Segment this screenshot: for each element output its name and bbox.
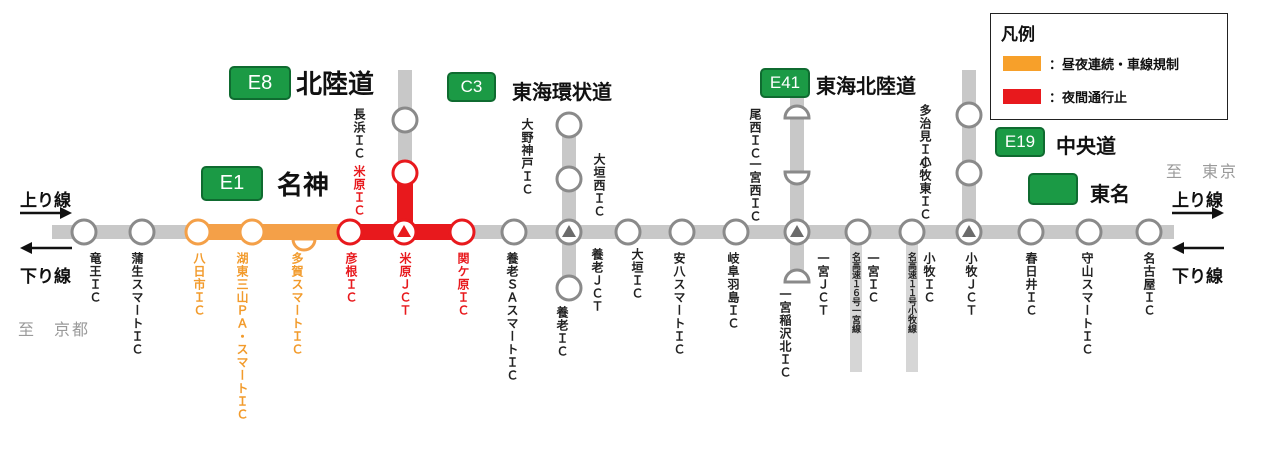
interchange-node (1017, 218, 1045, 246)
junction-icon (397, 225, 411, 237)
route-name-e1: 名神 (277, 171, 330, 201)
interchange-node (336, 218, 364, 246)
legend-label-night-closure: ：夜間通行止 (1049, 91, 1128, 106)
station-label: 大垣ＩＣ (630, 248, 644, 300)
interchange-node (844, 218, 872, 246)
half-interchange-node (291, 237, 317, 252)
station-label: 関ケ原ＩＣ (456, 252, 470, 317)
station-label: 湖東三山ＰＡ・スマートＩＣ (235, 252, 249, 421)
badge-e19: E19 (995, 127, 1045, 157)
crossing-label-meiko-11: 名高速１１号小牧線 (906, 252, 916, 333)
left-up-arrow (20, 207, 72, 219)
route-name-e19: 中央道 (1056, 134, 1116, 158)
branch-label-ichinomiya-inazawa-kita: 一宮稲沢北ＩＣ (778, 288, 792, 379)
branch-label-komaki-higashi: 小牧東ＩＣ (918, 156, 932, 221)
station-label: 養老ＪＣＴ (590, 248, 604, 313)
branch-node-ono-kobe (555, 111, 583, 139)
interchange-node (184, 218, 212, 246)
c3-branch-line (562, 118, 576, 296)
station-label: 一宮ＪＣＴ (816, 252, 830, 317)
branch-node-tajimi (955, 101, 983, 129)
badge-tomei (1028, 173, 1078, 205)
interchange-node (70, 218, 98, 246)
meiko-16-bar (850, 238, 862, 372)
interchange-node (614, 218, 642, 246)
branch-node-ichinomiya-inazawa-kita (783, 268, 811, 284)
station-label: 多賀スマートＩＣ (290, 252, 304, 356)
station-label: 守山スマートＩＣ (1080, 252, 1094, 356)
meiko-11-bar (906, 238, 918, 372)
interchange-node (500, 218, 528, 246)
station-label: 小牧ＪＣＴ (964, 252, 978, 317)
interchange-node (1135, 218, 1163, 246)
branch-node-maibara-ic (391, 159, 419, 187)
night-closure-branch (397, 172, 413, 232)
day-night-segment (198, 224, 353, 240)
station-label: 米原ＪＣＴ (398, 252, 412, 317)
right-down-label: 下り線 (1172, 267, 1223, 287)
station-label: 一宮ＩＣ (866, 252, 880, 304)
station-label: 蒲生スマートＩＣ (130, 252, 144, 356)
junction-icon (790, 225, 804, 237)
interchange-node (1075, 218, 1103, 246)
badge-e41: E41 (760, 68, 810, 98)
legend-swatch-day-night (1003, 56, 1041, 71)
interchange-node (238, 218, 266, 246)
interchange-node (128, 218, 156, 246)
route-name-tomei: 東名 (1090, 182, 1130, 206)
station-label: 八日市ＩＣ (192, 252, 206, 317)
branch-label-tajimi: 多治見ＩＣ (918, 104, 932, 169)
station-label: 名古屋ＩＣ (1142, 252, 1156, 317)
interchange-node (722, 218, 750, 246)
branch-label-bisai: 尾西ＩＣ (748, 108, 762, 160)
interchange-node (668, 218, 696, 246)
crossing-label-meiko-16: 名高速１６号一宮線 (850, 252, 860, 333)
route-name-e8: 北陸道 (296, 70, 375, 100)
junction-icon (962, 225, 976, 237)
route-name-e41: 東海北陸道 (816, 74, 916, 98)
branch-node-yoro-ic (555, 274, 583, 302)
branch-node-bisai (783, 104, 811, 120)
branch-label-ichinomiya-nishi: 一宮西ＩＣ (748, 158, 762, 223)
left-down-arrow (20, 242, 72, 254)
right-down-arrow (1172, 242, 1224, 254)
badge-e1: E1 (201, 166, 263, 201)
legend-swatch-night-closure (1003, 89, 1041, 104)
right-destination: 至 東京 (1166, 162, 1239, 181)
legend: 凡例 ：昼夜連続・車線規制 ：夜間通行止 (990, 13, 1228, 120)
station-label: 岐阜羽島ＩＣ (726, 252, 740, 330)
branch-node-nagahama (391, 106, 419, 134)
station-label: 安八スマートＩＣ (672, 252, 686, 356)
branch-node-ichinomiya-nishi (783, 170, 811, 186)
route-name-c3: 東海環状道 (512, 80, 612, 104)
branch-label-maibara-ic: 米原ＩＣ (352, 165, 366, 217)
branch-node-komaki-higashi (955, 159, 983, 187)
left-destination: 至 京都 (18, 320, 91, 339)
interchange-node (898, 218, 926, 246)
legend-title: 凡例 (1001, 25, 1035, 45)
branch-label-yoro-ic: 養老ＩＣ (555, 306, 569, 358)
right-up-label: 上り線 (1172, 191, 1223, 211)
interchange-node (448, 218, 476, 246)
badge-c3: C3 (447, 72, 496, 102)
station-label: 彦根ＩＣ (344, 252, 358, 304)
station-label: 小牧ＩＣ (922, 252, 936, 304)
branch-label-ono-kobe: 大野神戸ＩＣ (520, 118, 534, 196)
branch-node-ogaki-nishi (555, 165, 583, 193)
badge-e8: E8 (229, 66, 291, 100)
left-up-label: 上り線 (20, 191, 71, 211)
junction-icon (562, 225, 576, 237)
station-label: 養老ＳＡスマートＩＣ (505, 252, 519, 382)
branch-label-ogaki-nishi: 大垣西ＩＣ (592, 153, 606, 218)
station-label: 春日井ＩＣ (1024, 252, 1038, 317)
right-up-arrow (1172, 207, 1224, 219)
station-label: 竜王ＩＣ (88, 252, 102, 304)
branch-label-nagahama: 長浜ＩＣ (352, 108, 366, 160)
e19-branch-line (962, 70, 976, 232)
legend-label-day-night: ：昼夜連続・車線規制 (1049, 58, 1180, 73)
left-down-label: 下り線 (20, 267, 71, 287)
